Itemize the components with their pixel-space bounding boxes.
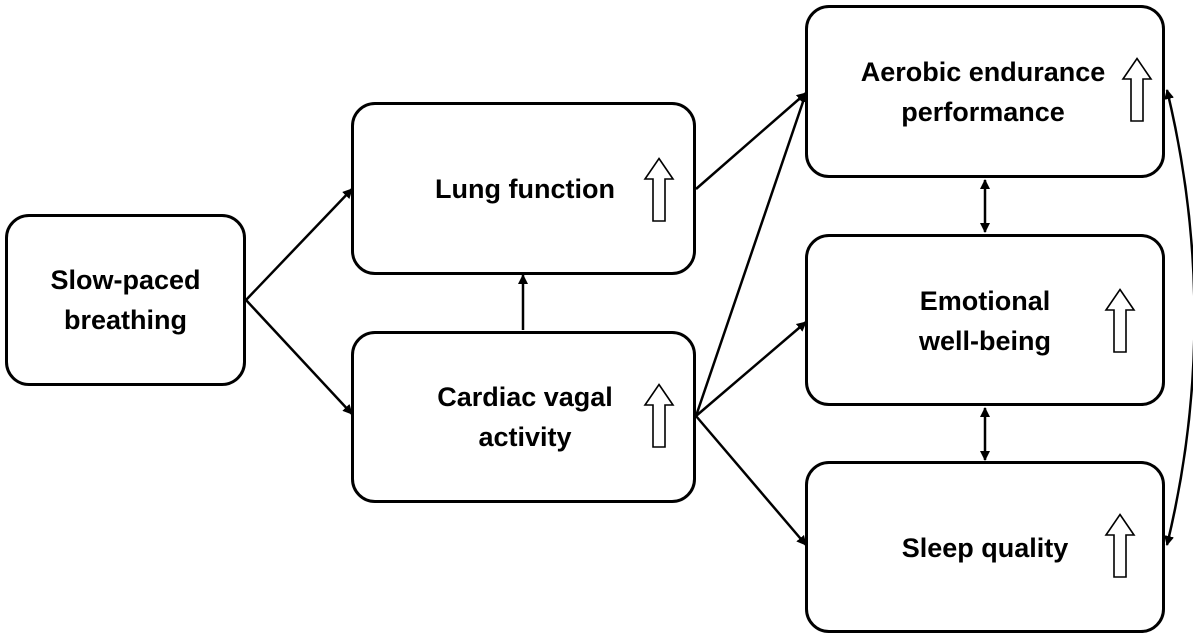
label-line: Lung function — [435, 174, 615, 204]
up-arrow-icon — [643, 383, 675, 448]
label-line: breathing — [63, 305, 187, 335]
edge-breathing-to-vagal — [245, 299, 353, 415]
node-cardiac-vagal-activity — [351, 331, 696, 503]
up-arrow-icon — [643, 157, 675, 222]
label-line: well-being — [918, 326, 1051, 356]
node-cardiac-vagal-activity-label: Cardiac vagal activity — [405, 377, 645, 457]
node-slow-paced-breathing-label: Slow-paced breathing — [5, 260, 246, 340]
edge-vagal-to-aerobic — [694, 92, 808, 417]
label-line: Aerobic endurance — [860, 57, 1106, 87]
node-emotional-well-being — [805, 234, 1165, 406]
edge-vagal-to-sleep — [695, 415, 807, 546]
up-arrow-icon — [1104, 513, 1136, 578]
node-aerobic-endurance-performance-label: Aerobic endurance performance — [838, 52, 1128, 132]
node-sleep-quality-label: Sleep quality — [860, 528, 1110, 568]
node-emotional-well-being-label: Emotional well-being — [870, 281, 1100, 361]
label-line: performance — [901, 97, 1065, 127]
label-line: Cardiac vagal — [437, 382, 613, 412]
label-line: activity — [478, 422, 572, 452]
edge-vagal-to-emotional — [695, 321, 807, 417]
up-arrow-icon — [1121, 57, 1153, 122]
up-arrow-icon — [1104, 288, 1136, 353]
node-slow-paced-breathing — [5, 214, 246, 386]
node-aerobic-endurance-performance — [805, 5, 1165, 178]
label-line: Emotional — [919, 286, 1051, 316]
label-line: Sleep quality — [901, 533, 1069, 563]
node-lung-function — [351, 102, 696, 275]
node-lung-function-label: Lung function — [395, 169, 655, 209]
edge-breathing-to-lung — [245, 188, 353, 301]
node-sleep-quality — [805, 461, 1165, 633]
edge-lung-to-aerobic — [695, 92, 807, 190]
edge-aerobic-sleep — [1164, 89, 1193, 546]
label-line: Slow-paced — [50, 265, 201, 295]
